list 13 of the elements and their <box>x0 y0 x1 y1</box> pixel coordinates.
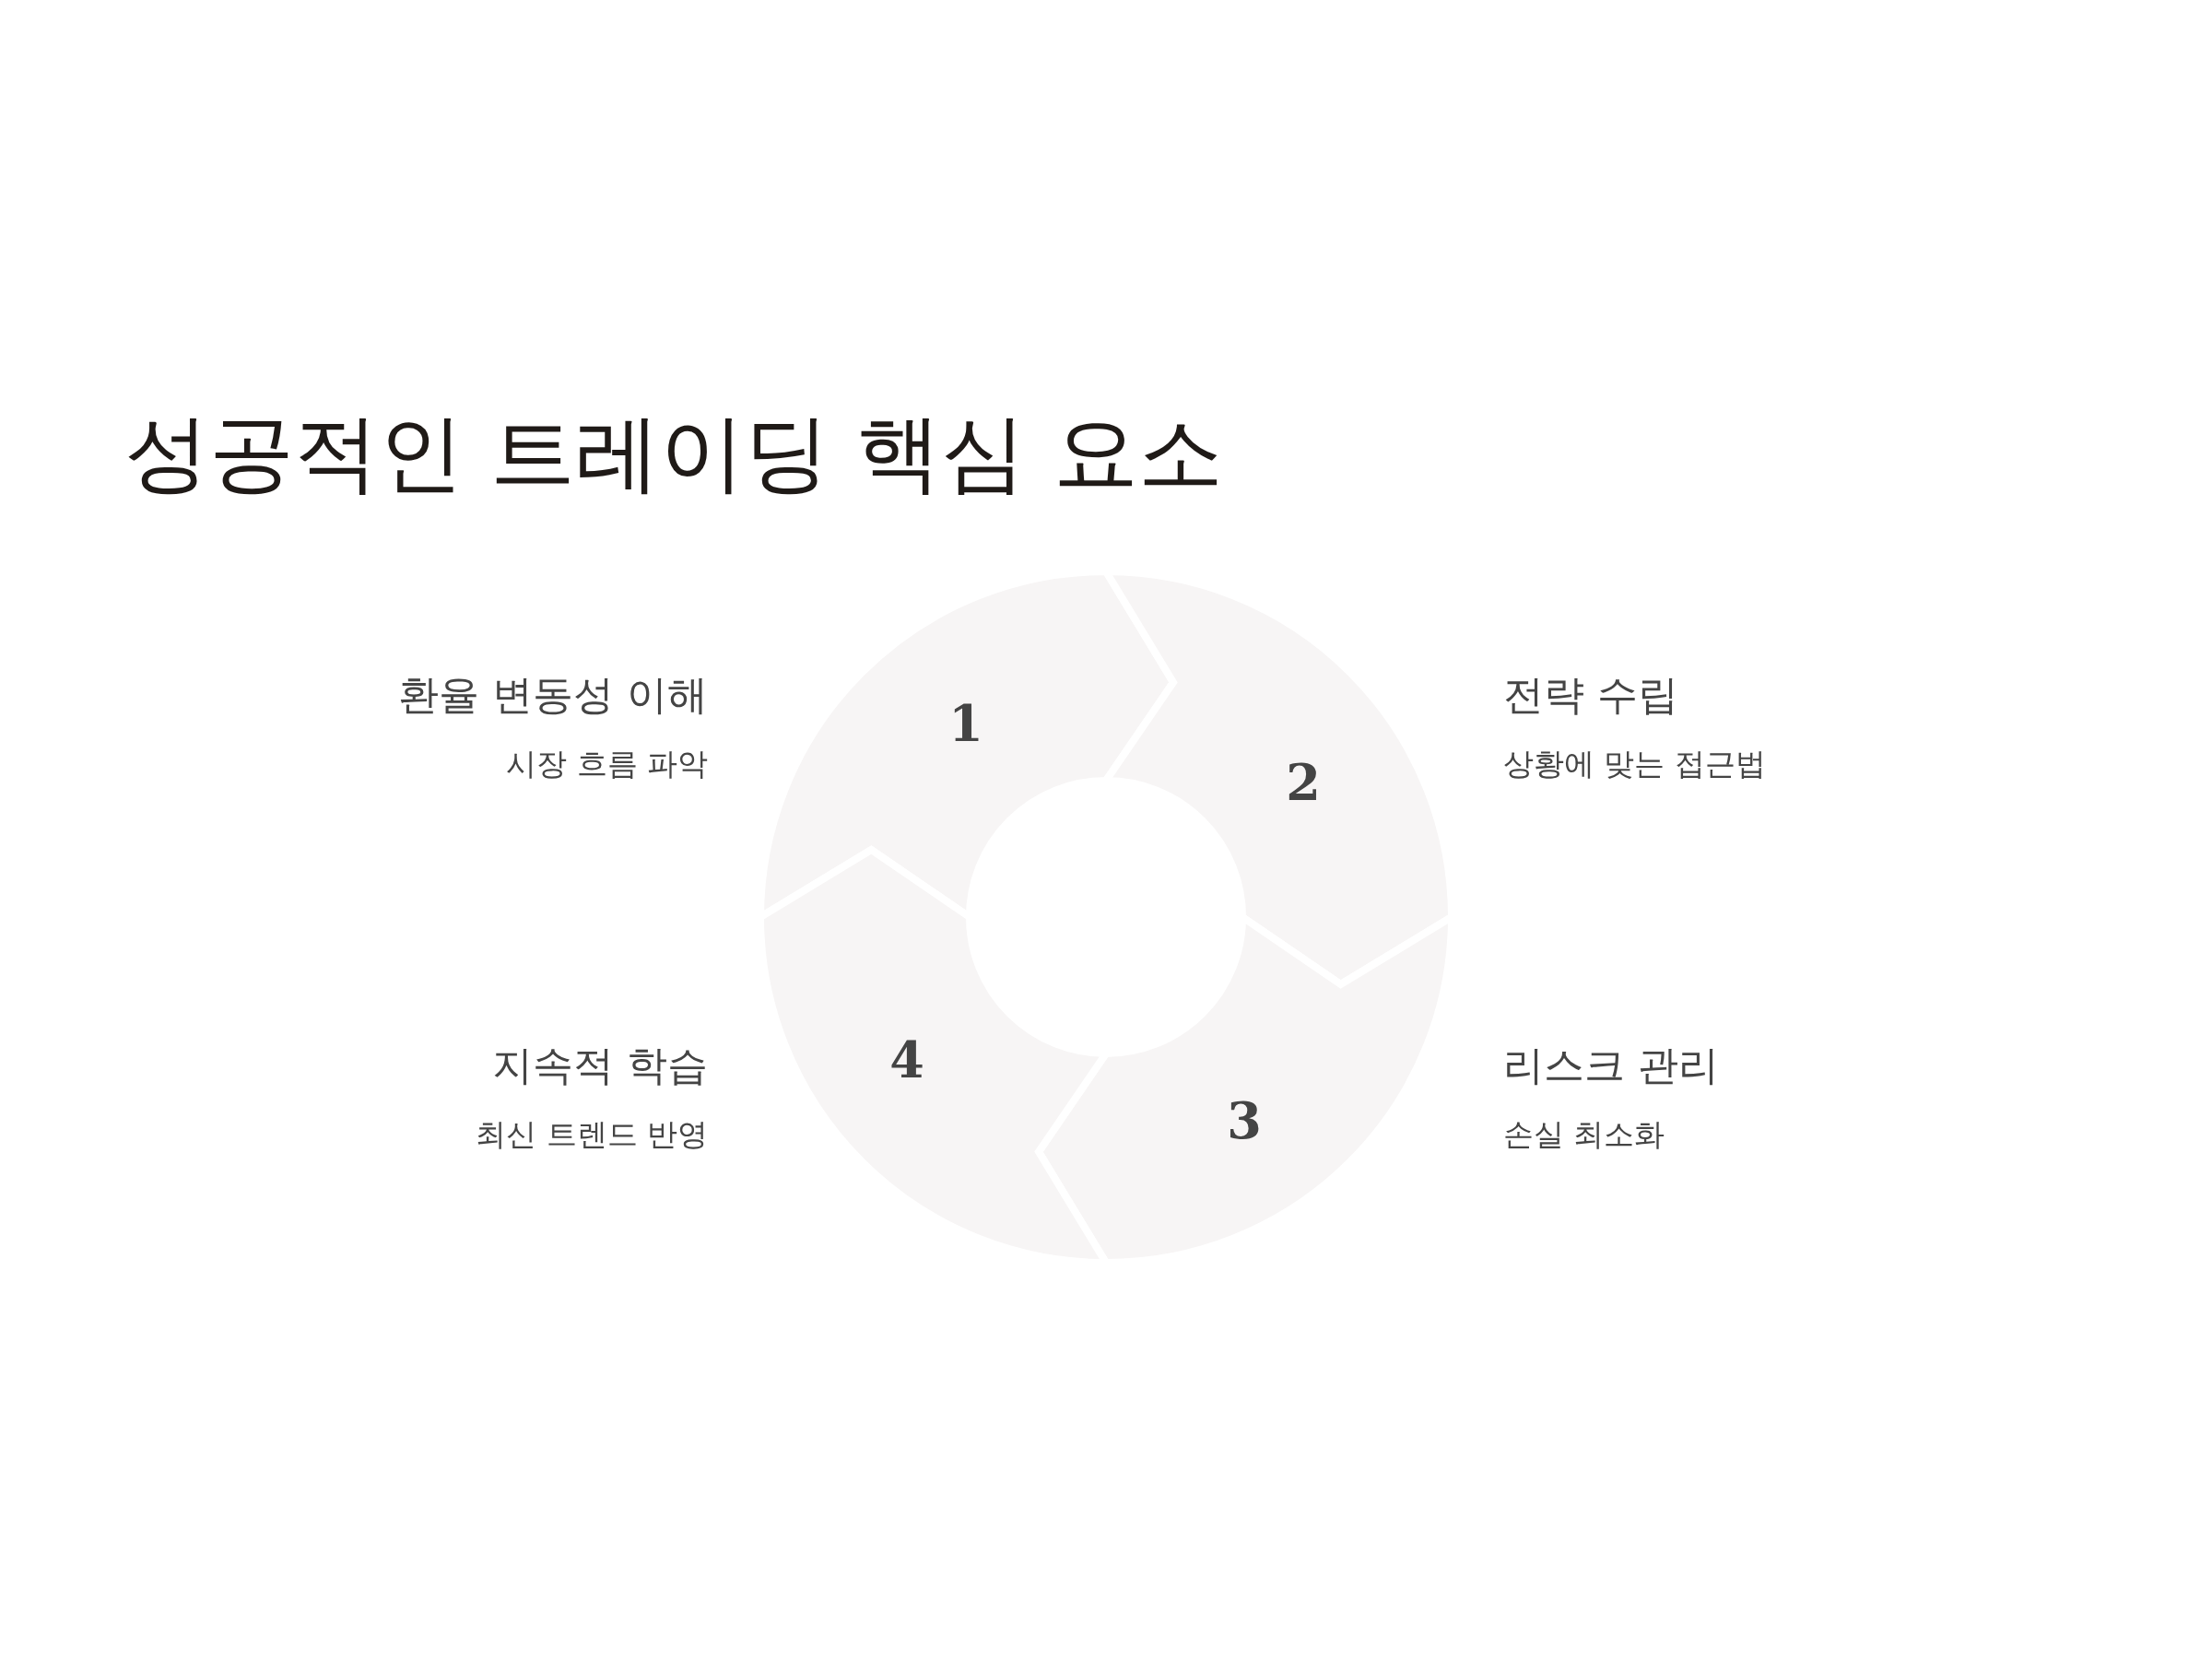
step-heading: 환율 변동성 이해 <box>398 670 708 720</box>
step-number: 3 <box>1227 1091 1262 1150</box>
step-number: 4 <box>889 1030 924 1089</box>
step-number: 2 <box>1286 753 1321 812</box>
step-description: 상황에 맞는 접근법 <box>1503 745 1766 783</box>
step-heading: 전략 수립 <box>1503 670 1678 720</box>
step-heading: 지속적 학습 <box>492 1041 708 1090</box>
diagram-title: 성공적인 트레이딩 핵심 요소 <box>124 403 1223 504</box>
step-description: 시장 흐름 파악 <box>506 745 708 783</box>
step-description: 손실 최소화 <box>1503 1115 1665 1154</box>
step-heading: 리스크 관리 <box>1503 1041 1719 1090</box>
step-description: 최신 트렌드 반영 <box>476 1115 708 1154</box>
step-number: 1 <box>948 694 983 753</box>
